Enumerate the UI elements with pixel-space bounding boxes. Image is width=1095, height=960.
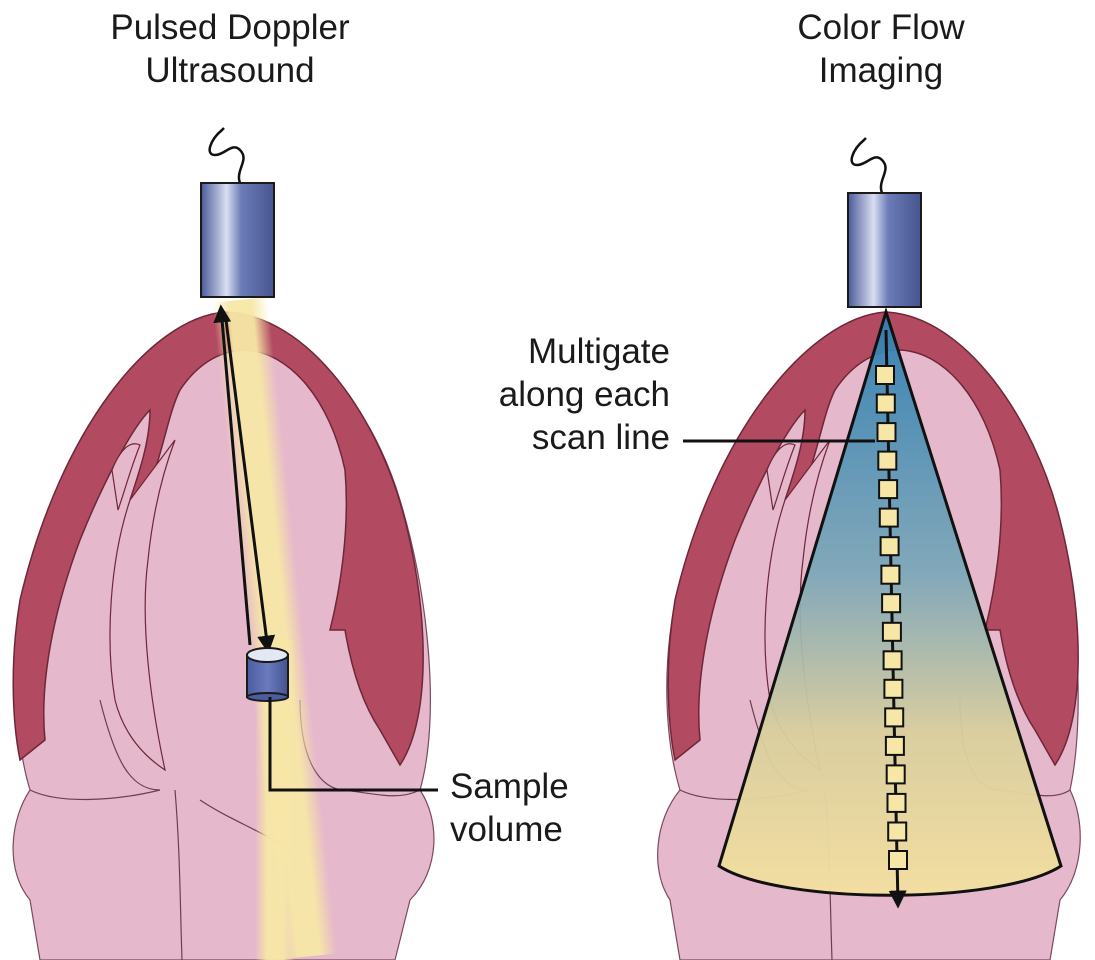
left-title-line-2: Ultrasound bbox=[145, 51, 315, 90]
left-title-line-1: Pulsed Doppler bbox=[110, 8, 350, 47]
sample-volume-label: Sample volume bbox=[450, 765, 650, 851]
right-title-line-1: Color Flow bbox=[797, 8, 965, 47]
ultrasound-transducer-icon bbox=[847, 137, 922, 308]
right-heart-myocardium bbox=[667, 311, 1079, 767]
left-heart-myocardium bbox=[12, 311, 424, 767]
multigate-square bbox=[885, 764, 906, 785]
multigate-square bbox=[888, 850, 908, 870]
multigate-square bbox=[879, 536, 900, 557]
multigate-square bbox=[887, 821, 908, 842]
left-heart bbox=[12, 311, 435, 960]
multigate-label-line-2: along each bbox=[498, 375, 670, 414]
multigate-square bbox=[886, 792, 907, 813]
multigate-square bbox=[875, 365, 895, 385]
left-return-arrow bbox=[213, 304, 252, 646]
sample-volume-leader-line bbox=[268, 697, 438, 792]
left-transmit-arrow bbox=[224, 319, 276, 654]
multigate-square bbox=[883, 678, 904, 699]
multigate-label-line-3: scan line bbox=[531, 418, 670, 457]
multigate-square bbox=[876, 422, 897, 443]
multigate-label: Multigate along each scan line bbox=[440, 330, 670, 459]
multigate-square bbox=[875, 393, 896, 414]
multigate-square bbox=[878, 479, 899, 500]
multigate-square bbox=[880, 564, 901, 585]
left-title: Pulsed Doppler Ultrasound bbox=[60, 6, 400, 92]
sample-volume-label-line-1: Sample bbox=[450, 767, 569, 806]
multigate-square bbox=[884, 735, 905, 756]
sample-volume-label-line-2: volume bbox=[450, 810, 563, 849]
sample-volume-cylinder-icon bbox=[246, 647, 289, 702]
ultrasound-transducer-icon bbox=[200, 127, 275, 298]
multigate-square bbox=[884, 707, 905, 728]
multigate-square bbox=[877, 450, 898, 471]
multigate-sample-gates bbox=[875, 365, 908, 870]
right-title: Color Flow Imaging bbox=[736, 6, 1026, 92]
multigate-label-line-1: Multigate bbox=[527, 332, 670, 371]
multigate-square bbox=[878, 507, 899, 528]
multigate-square bbox=[881, 621, 902, 642]
multigate-square bbox=[882, 650, 903, 671]
multigate-square bbox=[881, 593, 902, 614]
right-title-line-2: Imaging bbox=[818, 51, 944, 90]
